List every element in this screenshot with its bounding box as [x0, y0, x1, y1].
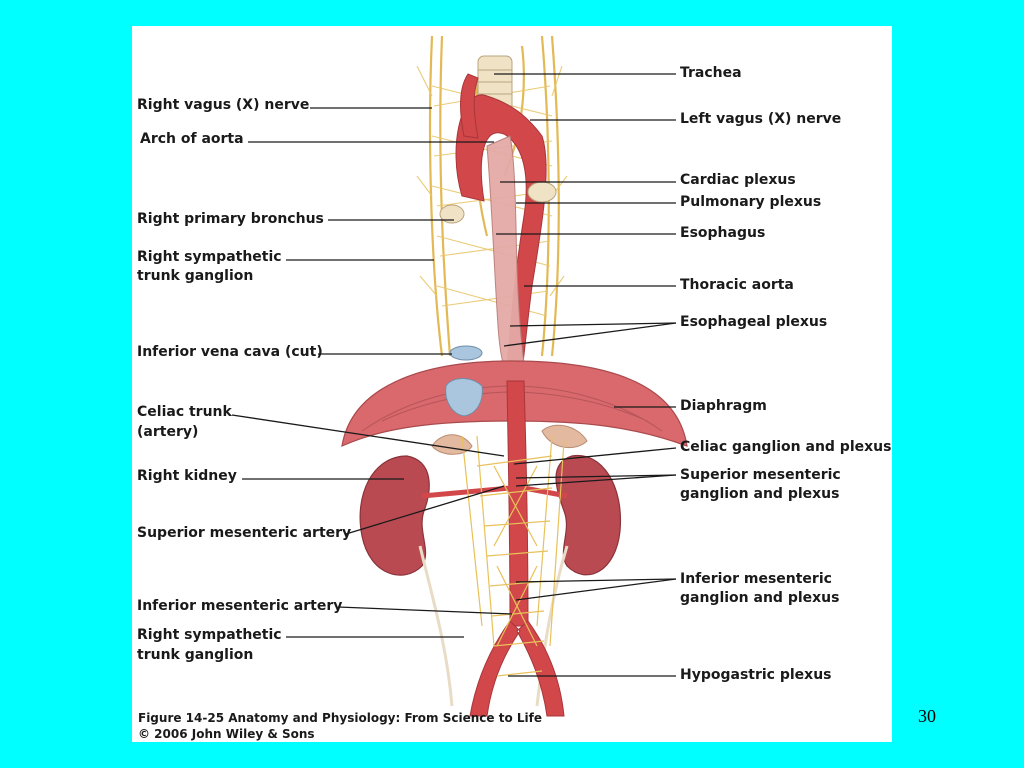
label-inferior-mesenteric-artery: Inferior mesenteric artery [137, 598, 343, 614]
figure-panel: Trachea Left vagus (X) nerve Cardiac ple… [132, 26, 892, 742]
abdominal-plexus [461, 435, 565, 677]
label-right-sympathetic-upper-1: Right sympathetic [137, 249, 282, 265]
label-diaphragm: Diaphragm [680, 398, 767, 414]
label-left-vagus-nerve: Left vagus (X) nerve [680, 111, 842, 127]
aorta [455, 94, 547, 372]
label-right-vagus-nerve: Right vagus (X) nerve [137, 97, 310, 113]
label-right-primary-bronchus: Right primary bronchus [137, 211, 324, 227]
label-right-sympathetic-lower-1: Right sympathetic [137, 627, 282, 643]
label-celiac-trunk-2: (artery) [137, 424, 199, 440]
label-celiac-trunk-1: Celiac trunk [137, 404, 232, 420]
figure-caption: Figure 14-25 Anatomy and Physiology: Fro… [138, 711, 542, 725]
label-celiac-ganglion: Celiac ganglion and plexus [680, 439, 892, 455]
label-inferior-mesenteric-ganglion-2: ganglion and plexus [680, 590, 840, 606]
label-trachea: Trachea [680, 65, 742, 81]
label-superior-mesenteric-ganglion-1: Superior mesenteric [680, 467, 841, 483]
label-inferior-mesenteric-ganglion-1: Inferior mesenteric [680, 571, 832, 587]
leader-lines [231, 73, 677, 677]
label-arch-of-aorta: Arch of aorta [140, 131, 244, 147]
label-right-kidney: Right kidney [137, 468, 237, 484]
label-right-sympathetic-upper-2: trunk ganglion [137, 268, 254, 284]
figure-copyright: © 2006 John Wiley & Sons [138, 727, 315, 741]
label-cardiac-plexus: Cardiac plexus [680, 172, 796, 188]
bronchi [439, 181, 557, 224]
slide-number: 30 [918, 706, 936, 726]
label-superior-mesenteric-artery: Superior mesenteric artery [137, 525, 352, 541]
inferior-vena-cava [445, 345, 483, 417]
ureters [418, 545, 569, 707]
iliac-arteries [469, 620, 565, 717]
anatomy-illustration [231, 35, 688, 717]
label-esophagus: Esophagus [680, 225, 766, 241]
left-kidney [555, 455, 622, 576]
label-right-sympathetic-lower-2: trunk ganglion [137, 647, 254, 663]
label-pulmonary-plexus: Pulmonary plexus [680, 194, 822, 210]
right-kidney [359, 455, 430, 576]
brachiocephalic-artery [460, 73, 479, 139]
label-superior-mesenteric-ganglion-2: ganglion and plexus [680, 486, 840, 502]
label-esophageal-plexus: Esophageal plexus [680, 314, 828, 330]
label-hypogastric-plexus: Hypogastric plexus [680, 667, 832, 683]
label-inferior-vena-cava: Inferior vena cava (cut) [137, 344, 323, 360]
label-thoracic-aorta: Thoracic aorta [680, 277, 794, 293]
